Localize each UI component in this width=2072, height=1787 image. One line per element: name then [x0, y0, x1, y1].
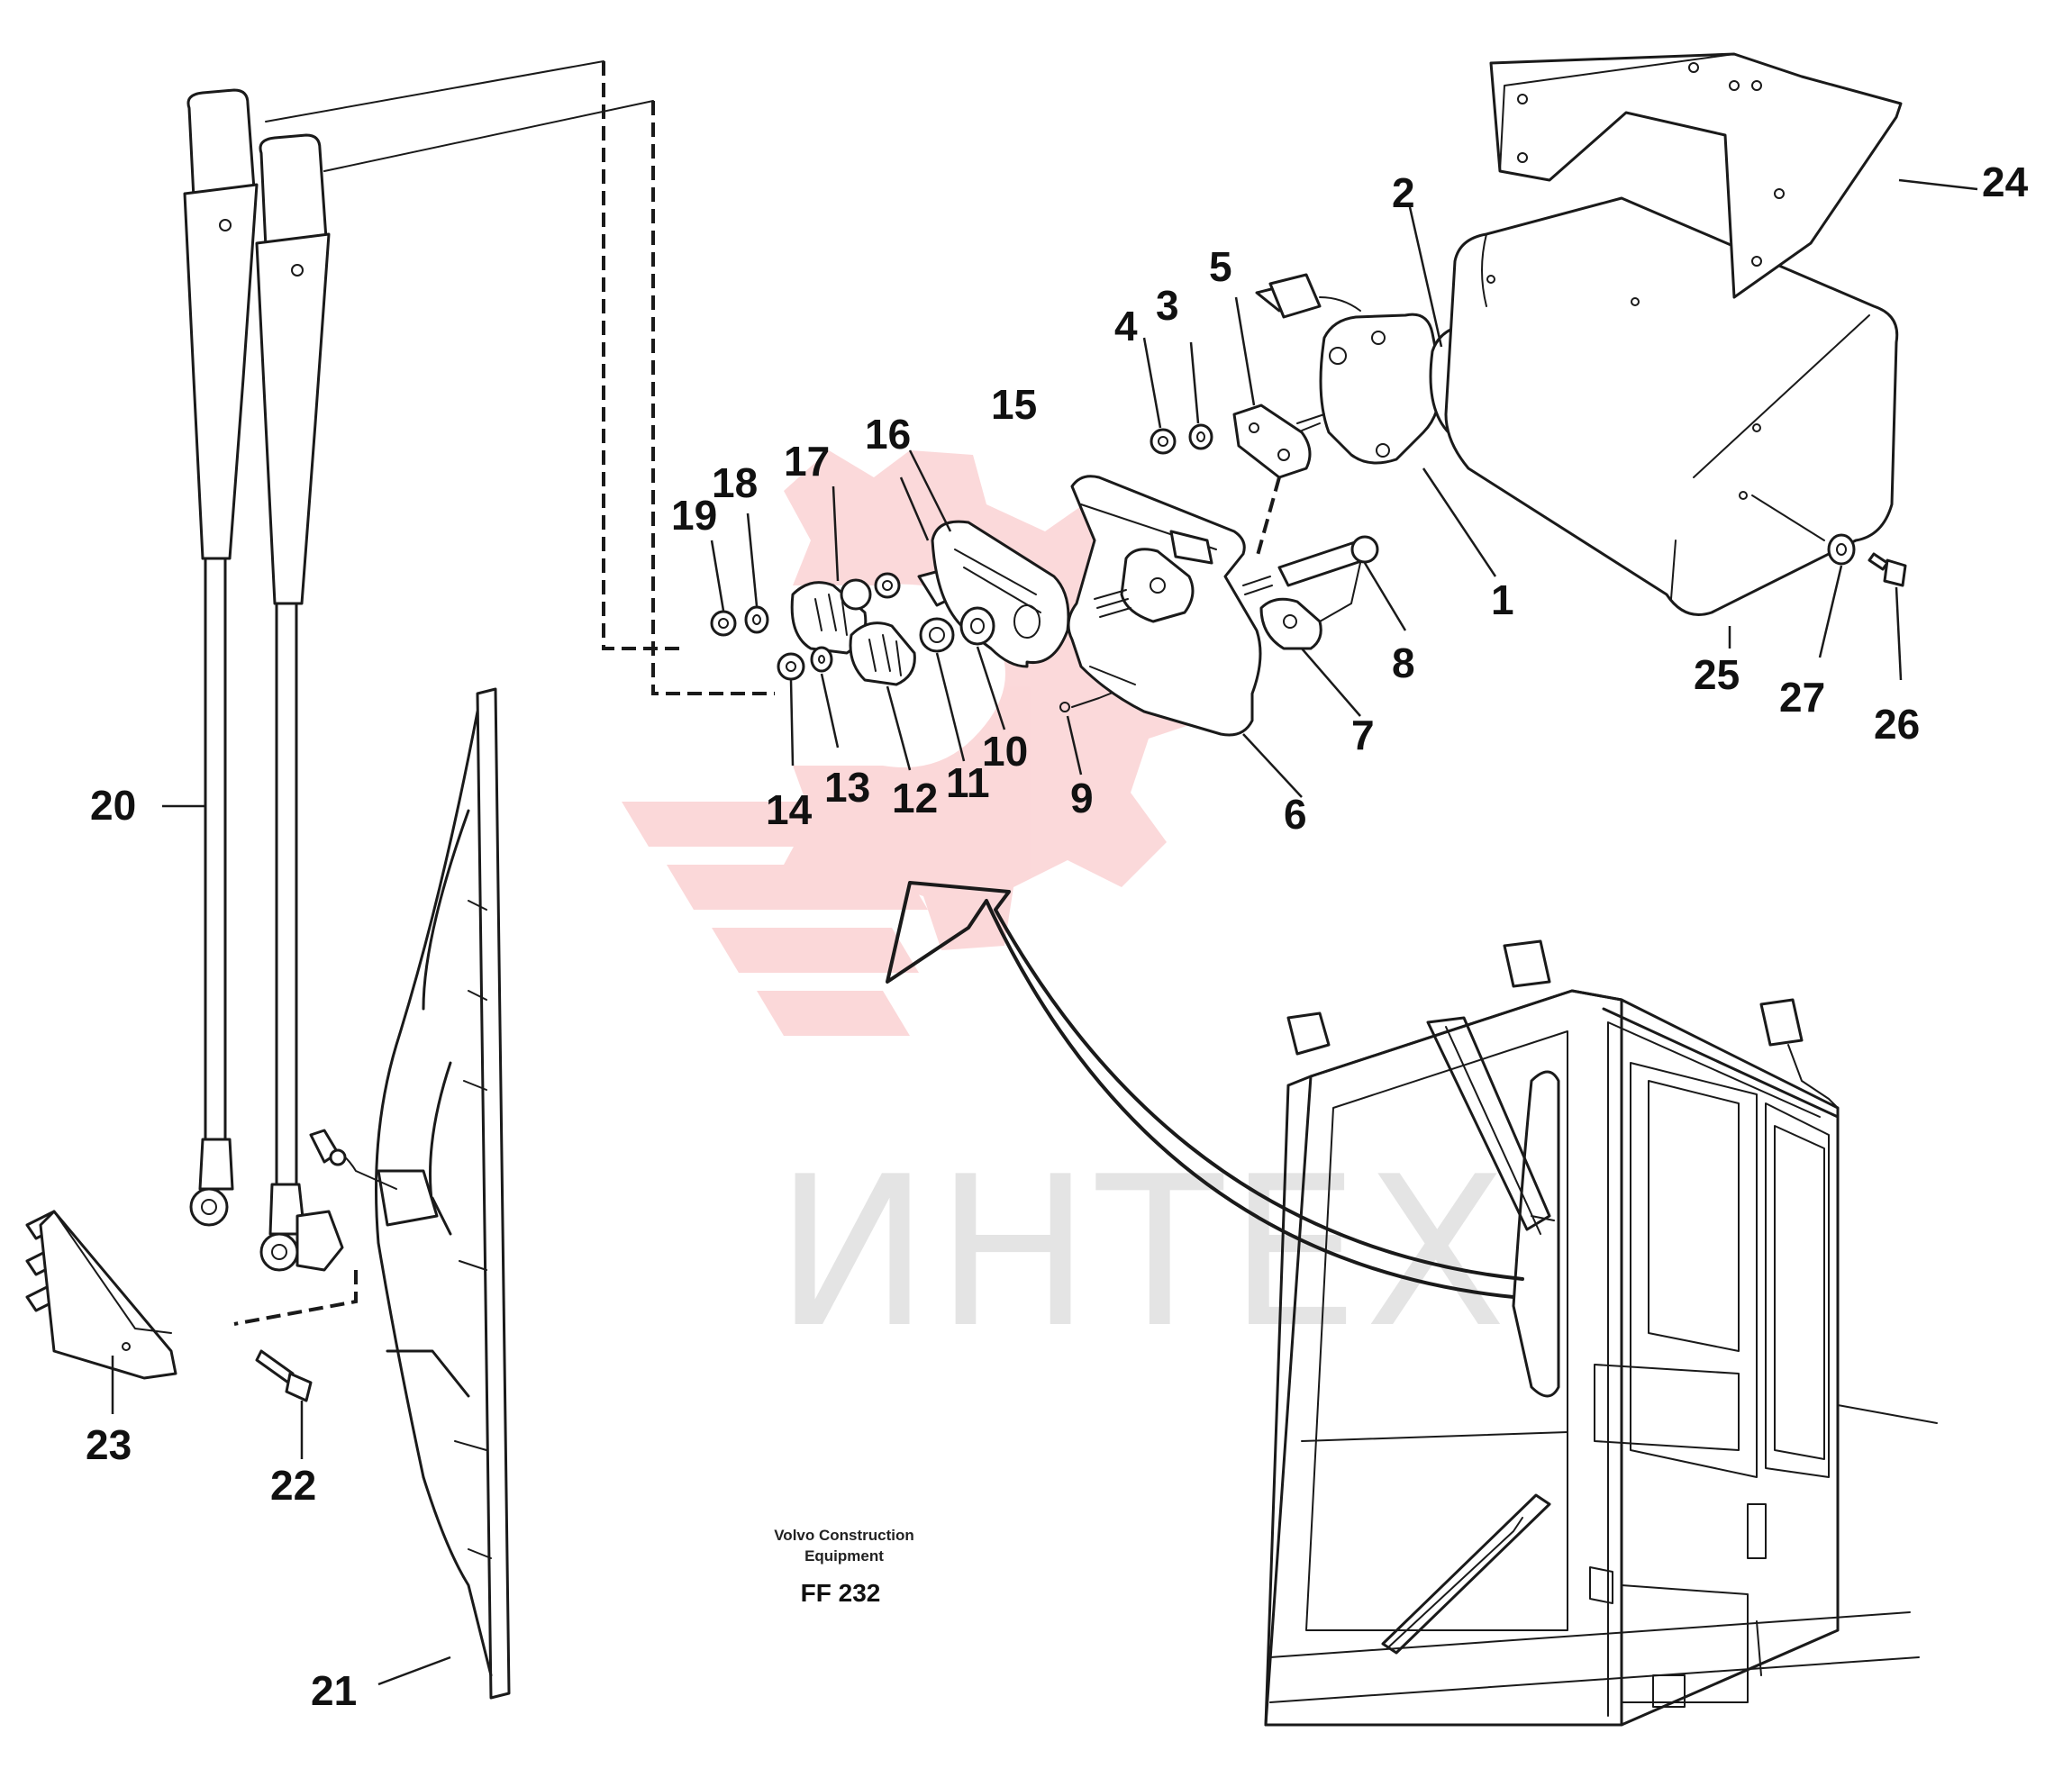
nut-part-11	[919, 617, 955, 653]
callout-17: 17	[784, 438, 830, 485]
callout-21: 21	[311, 1667, 357, 1714]
callout-7: 7	[1351, 712, 1375, 758]
nut-part-4	[1150, 428, 1177, 455]
bolt-part-26	[1868, 552, 1907, 587]
credit-line-1: Volvo Construction	[774, 1527, 914, 1544]
callout-2: 2	[1392, 169, 1415, 216]
washer-part-10	[959, 606, 995, 646]
watermark-stripe	[712, 928, 919, 973]
connector-plug	[1255, 273, 1361, 319]
watermark-text: ИНТЕХ	[775, 1133, 1512, 1374]
gear-hub-part-12	[849, 621, 916, 686]
callout-4: 4	[1114, 303, 1138, 349]
callout-25: 25	[1694, 651, 1740, 698]
watermark-stripe	[757, 991, 910, 1036]
callout-18: 18	[712, 459, 758, 506]
bracket-part-23	[25, 1210, 177, 1380]
mounting-plate-part-6	[1067, 475, 1262, 737]
wiper-arm-rear	[255, 133, 344, 1272]
wiper-blade	[375, 687, 511, 1700]
callout-26: 26	[1874, 701, 1920, 748]
callout-15: 15	[991, 381, 1037, 428]
callout-23: 23	[86, 1421, 132, 1468]
callout-10: 10	[982, 728, 1028, 775]
callout-22: 22	[270, 1462, 316, 1509]
callout-11: 11	[946, 759, 990, 806]
bracket-part-5	[1232, 404, 1312, 479]
watermark-stripe	[622, 802, 937, 847]
callout-13: 13	[824, 764, 870, 811]
callout-8: 8	[1392, 640, 1415, 686]
figure-code: FF 232	[801, 1579, 881, 1607]
callout-3: 3	[1156, 282, 1179, 329]
callout-16: 16	[865, 411, 911, 458]
mounting-bracket-part-24	[1489, 52, 1903, 299]
washer-part-13	[810, 646, 833, 673]
callout-19: 19	[671, 492, 717, 539]
callout-12: 12	[892, 775, 938, 821]
crank-part-7	[1242, 576, 1322, 650]
callout-27: 27	[1779, 674, 1825, 721]
callout-24: 24	[1982, 159, 2029, 205]
callout-14: 14	[766, 786, 813, 833]
callout-leaders	[111, 178, 1978, 1686]
washer-part-18	[744, 605, 769, 634]
callout-labels: 1 2 3 4 5 6 7 8 9 10 11 12 13 14 15 16 1…	[86, 159, 2029, 1714]
washer-part-14	[777, 652, 805, 681]
link-arm-part-15	[931, 520, 1070, 668]
wiper-motor-part-2	[1296, 313, 1443, 465]
callout-6: 6	[1284, 791, 1307, 838]
location-arrow	[886, 881, 1524, 1299]
linkage-rod-part-8	[1277, 535, 1379, 622]
callout-20: 20	[90, 782, 136, 829]
gear-hub-part-17	[790, 572, 901, 655]
screw-part-22	[255, 1349, 313, 1402]
credit-block: Volvo Construction Equipment FF 232	[774, 1527, 914, 1607]
cab-illustration	[1264, 939, 1938, 1727]
nut-part-19	[710, 610, 737, 637]
motor-cover-part-25	[1444, 196, 1899, 616]
callout-1: 1	[1491, 576, 1514, 623]
washer-part-3	[1188, 423, 1213, 450]
watermark-stripe	[667, 865, 928, 910]
washer-part-27	[1827, 533, 1856, 566]
credit-line-2: Equipment	[804, 1547, 884, 1565]
callout-9: 9	[1070, 775, 1094, 821]
wiper-clip	[309, 1129, 347, 1166]
wiper-arm-front	[183, 88, 259, 1227]
callout-5: 5	[1209, 243, 1232, 290]
